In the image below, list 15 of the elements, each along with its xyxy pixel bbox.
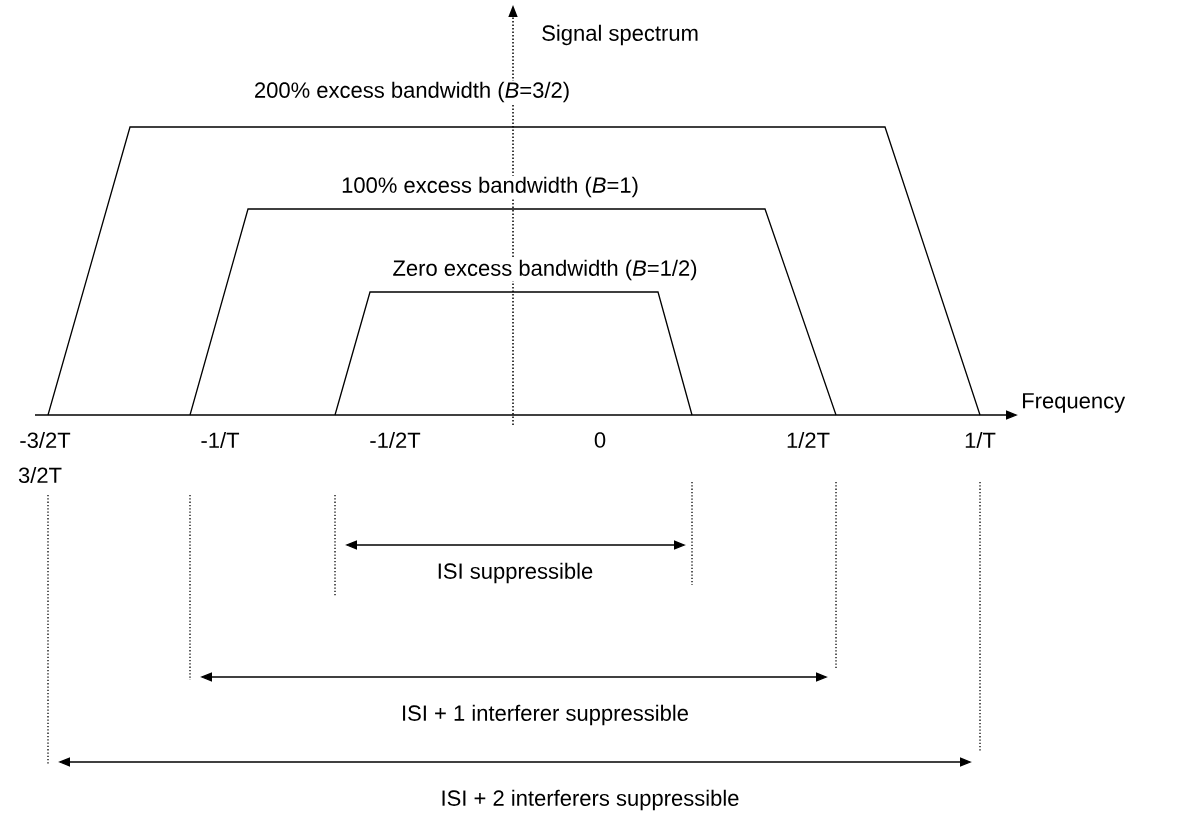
tick-label: -1/T: [201, 431, 240, 449]
curve-label: 100% excess bandwidth (B=1): [340, 175, 640, 199]
axis-label: Frequency: [1023, 393, 1126, 413]
axis-label: Signal spectrum: [542, 24, 698, 46]
tick-label: 1/T: [965, 431, 996, 449]
curve-label: 200% excess bandwidth (B=3/2): [252, 80, 572, 104]
tick-label: 0: [594, 432, 606, 448]
curve-label: Zero excess bandwidth (B=1/2): [391, 258, 699, 282]
tick-label: 1/2T: [787, 431, 830, 449]
dimension-label: ISI + 2 interferers suppressible: [442, 789, 739, 811]
tick-label: -1/2T: [370, 431, 421, 449]
dimension-label: ISI + 1 interferer suppressible: [403, 704, 688, 726]
tick-label: 3/2T: [18, 466, 62, 484]
dimension-label: ISI suppressible: [438, 562, 593, 584]
tick-label: -3/2T: [20, 431, 71, 449]
